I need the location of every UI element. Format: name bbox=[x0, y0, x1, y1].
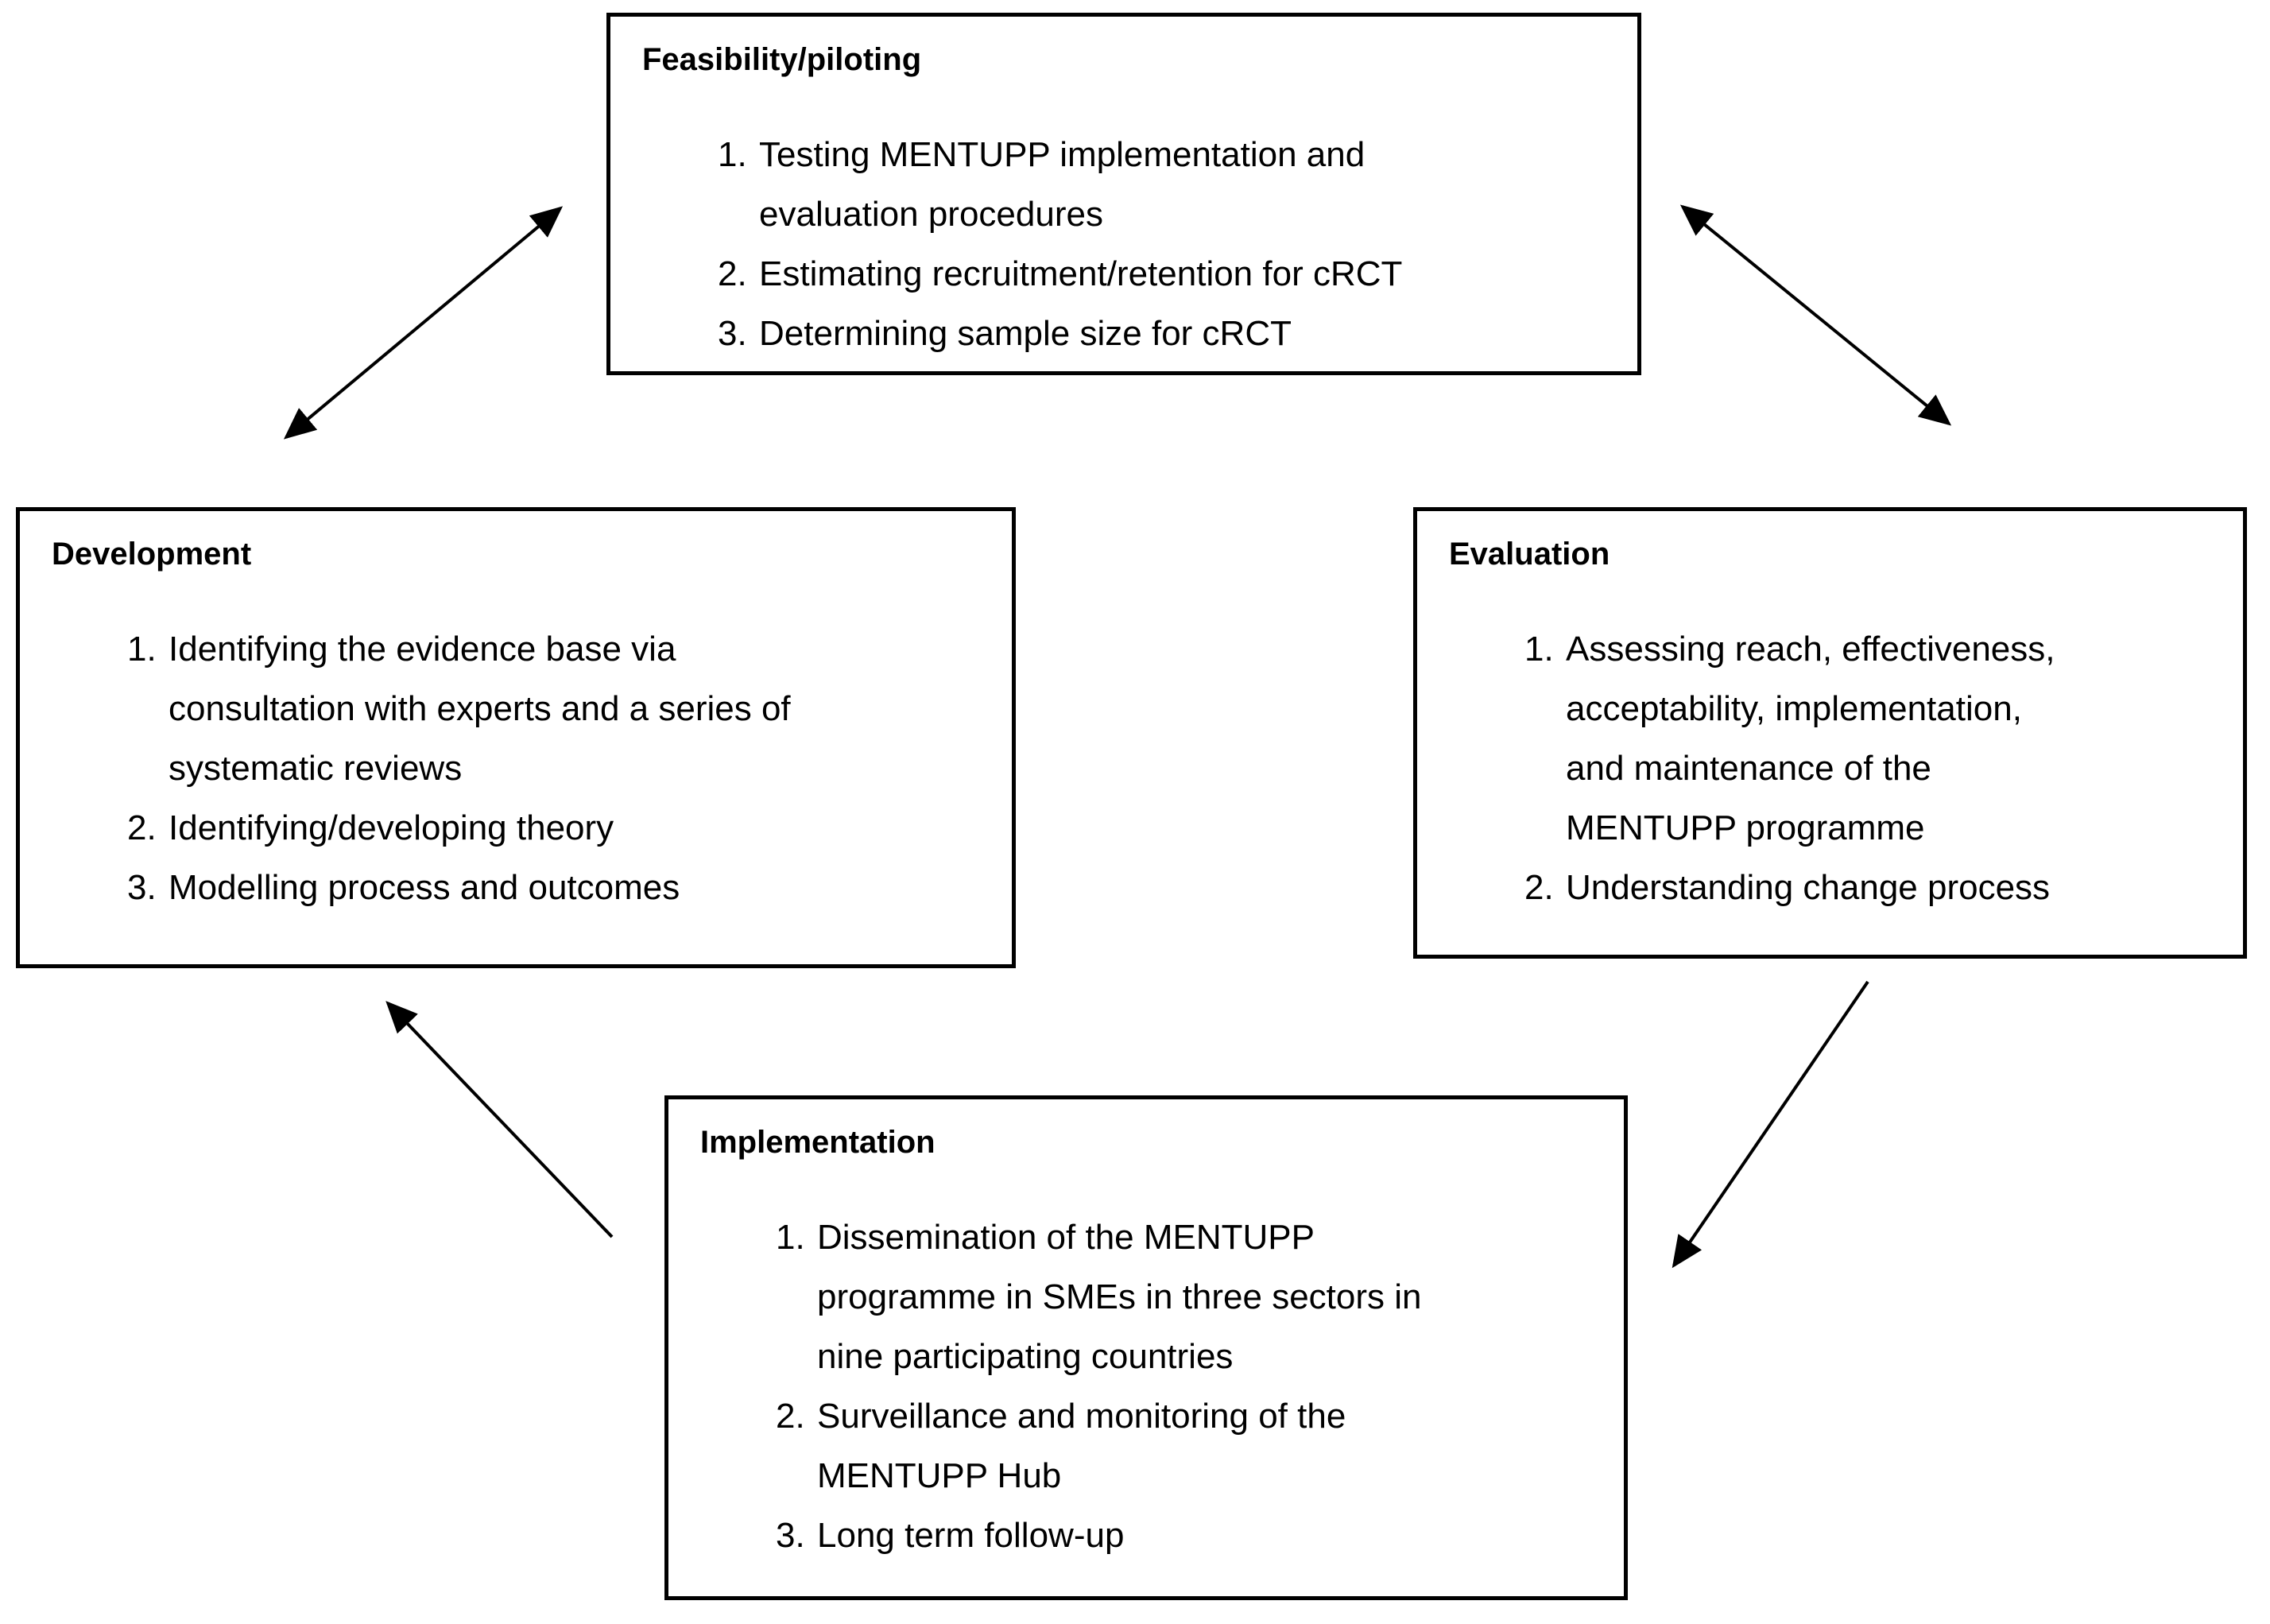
list-item: 3. Long term follow-up bbox=[668, 1506, 1624, 1565]
list-item-line: Surveillance and monitoring of the bbox=[817, 1397, 1346, 1436]
list-item-number: 1. bbox=[1524, 630, 1554, 669]
list-item-line: Identifying the evidence base via bbox=[169, 630, 676, 669]
list-item-line: MENTUPP Hub bbox=[817, 1456, 1062, 1495]
list-item-number: 2. bbox=[127, 808, 157, 847]
list-item-line: Dissemination of the MENTUPP bbox=[817, 1218, 1315, 1257]
list-item-line: Understanding change process bbox=[1566, 868, 2051, 907]
list-item-line: Determining sample size for cRCT bbox=[759, 314, 1292, 353]
box-implementation: Implementation 1. Dissemination of the M… bbox=[664, 1095, 1628, 1600]
list-item-text: Modelling process and outcomes bbox=[169, 858, 680, 917]
list-item-line: consultation with experts and a series o… bbox=[169, 689, 791, 728]
list-item-number: 1. bbox=[776, 1218, 805, 1257]
list-item-text: Long term follow-up bbox=[817, 1506, 1124, 1565]
list-item: 1. Identifying the evidence base via con… bbox=[20, 619, 1012, 798]
list-item: 2. Identifying/developing theory bbox=[20, 798, 1012, 858]
list-item-number: 2. bbox=[776, 1397, 805, 1436]
numbered-list: 1. Dissemination of the MENTUPP programm… bbox=[668, 1207, 1624, 1565]
list-item-text: Identifying/developing theory bbox=[169, 798, 614, 858]
box-title: Implementation bbox=[700, 1125, 936, 1160]
arrow-feasibility-evaluation bbox=[1679, 204, 1952, 426]
list-item-line: nine participating countries bbox=[817, 1337, 1234, 1376]
list-item-line: Estimating recruitment/retention for cRC… bbox=[759, 254, 1403, 293]
box-title: Evaluation bbox=[1449, 537, 1610, 572]
list-item-line: MENTUPP programme bbox=[1566, 808, 1925, 847]
list-item-number: 3. bbox=[127, 868, 157, 907]
box-evaluation: Evaluation 1. Assessing reach, effective… bbox=[1413, 507, 2247, 959]
list-item-text: Dissemination of the MENTUPP programme i… bbox=[817, 1207, 1422, 1386]
box-title: Development bbox=[52, 537, 252, 572]
list-item-number: 2. bbox=[718, 254, 747, 293]
list-item: 2. Surveillance and monitoring of the ME… bbox=[668, 1386, 1624, 1506]
list-item-text: Assessing reach, effectiveness, acceptab… bbox=[1566, 619, 2055, 858]
numbered-list: 1. Testing MENTUPP implementation and ev… bbox=[610, 125, 1637, 363]
list-item: 2. Estimating recruitment/retention for … bbox=[610, 244, 1637, 304]
list-item-line: Long term follow-up bbox=[817, 1516, 1125, 1555]
list-item-text: Identifying the evidence base via consul… bbox=[169, 619, 791, 798]
list-item: 1. Dissemination of the MENTUPP programm… bbox=[668, 1207, 1624, 1386]
list-item: 2. Understanding change process bbox=[1417, 858, 2243, 917]
list-item-line: acceptability, implementation, bbox=[1566, 689, 2022, 728]
arrow-implementation-development bbox=[385, 1001, 614, 1238]
list-item-number: 1. bbox=[718, 135, 747, 174]
list-item: 1. Assessing reach, effectiveness, accep… bbox=[1417, 619, 2243, 858]
list-item: 1. Testing MENTUPP implementation and ev… bbox=[610, 125, 1637, 244]
list-item-line: evaluation procedures bbox=[759, 195, 1103, 234]
list-item: 3. Modelling process and outcomes bbox=[20, 858, 1012, 917]
list-item-line: Assessing reach, effectiveness, bbox=[1566, 630, 2055, 669]
arrow-evaluation-implementation bbox=[1672, 980, 1869, 1269]
list-item-line: programme in SMEs in three sectors in bbox=[817, 1277, 1422, 1316]
box-development: Development 1. Identifying the evidence … bbox=[16, 507, 1016, 968]
numbered-list: 1. Identifying the evidence base via con… bbox=[20, 619, 1012, 917]
list-item-line: systematic reviews bbox=[169, 749, 463, 788]
list-item-text: Surveillance and monitoring of the MENTU… bbox=[817, 1386, 1346, 1506]
list-item: 3. Determining sample size for cRCT bbox=[610, 304, 1637, 363]
numbered-list: 1. Assessing reach, effectiveness, accep… bbox=[1417, 619, 2243, 917]
list-item-line: and maintenance of the bbox=[1566, 749, 1931, 788]
list-item-text: Estimating recruitment/retention for cRC… bbox=[759, 244, 1402, 304]
list-item-number: 3. bbox=[718, 314, 747, 353]
list-item-number: 3. bbox=[776, 1516, 805, 1555]
list-item-text: Determining sample size for cRCT bbox=[759, 304, 1292, 363]
list-item-text: Understanding change process bbox=[1566, 858, 2050, 917]
arrow-development-feasibility bbox=[283, 206, 564, 440]
list-item-number: 2. bbox=[1524, 868, 1554, 907]
box-feasibility-piloting: Feasibility/piloting 1. Testing MENTUPP … bbox=[606, 13, 1641, 375]
list-item-line: Testing MENTUPP implementation and bbox=[759, 135, 1365, 174]
list-item-text: Testing MENTUPP implementation and evalu… bbox=[759, 125, 1365, 244]
list-item-number: 1. bbox=[127, 630, 157, 669]
list-item-line: Modelling process and outcomes bbox=[169, 868, 680, 907]
list-item-line: Identifying/developing theory bbox=[169, 808, 614, 847]
box-title: Feasibility/piloting bbox=[642, 42, 922, 77]
